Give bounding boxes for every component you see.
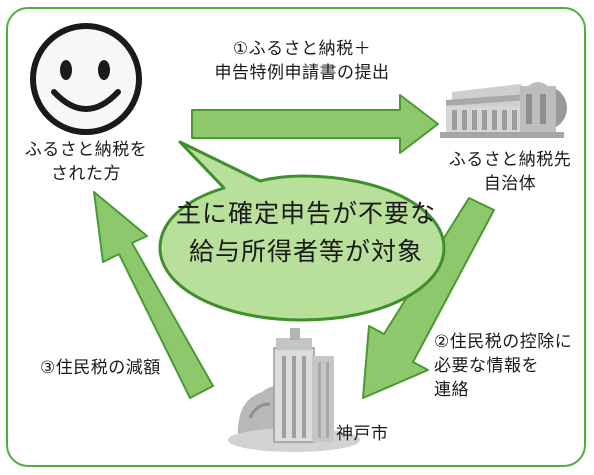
center-bubble-line2: 給与所得者等が対象 <box>188 237 423 266</box>
municipality-label-line2: 自治体 <box>483 174 537 194</box>
step3-label: ③住民税の減額 <box>40 356 161 380</box>
step2-label: ②住民税の控除に 必要な情報を 連絡 <box>434 330 572 402</box>
kobe-label-text: 神戸市 <box>336 424 389 444</box>
arrow-step1 <box>191 94 439 154</box>
arrow-step3 <box>93 191 214 399</box>
kobe-city-hall-tower-icon <box>228 328 360 452</box>
city-hall-building-icon <box>440 82 567 138</box>
step1-label-line1: ①ふるさと納税＋ <box>232 39 372 59</box>
step2-label-line2: 必要な情報を <box>434 356 539 376</box>
smiley-face-icon <box>30 23 142 135</box>
taxpayer-label-line1: ふるさと納税を <box>24 140 148 160</box>
taxpayer-label: ふるさと納税を された方 <box>16 138 156 186</box>
step2-label-line1: ②住民税の控除に <box>434 332 573 352</box>
speech-bubble <box>158 140 446 322</box>
step2-label-line3: 連絡 <box>434 380 469 400</box>
municipality-label: ふるさと納税先 自治体 <box>440 148 580 196</box>
taxpayer-label-line2: された方 <box>51 164 121 184</box>
center-bubble-line1: 主に確定申告が不要な <box>175 199 436 228</box>
step1-label-line2: 申告特例申請書の提出 <box>214 63 390 83</box>
step3-label-text: ③住民税の減額 <box>40 358 161 378</box>
municipality-label-line1: ふるさと納税先 <box>448 150 572 170</box>
center-bubble-text: 主に確定申告が不要な 給与所得者等が対象 <box>168 195 444 271</box>
arrow-step2 <box>362 197 495 399</box>
step1-label: ①ふるさと納税＋ 申告特例申請書の提出 <box>186 37 418 85</box>
kobe-label: 神戸市 <box>336 422 389 446</box>
